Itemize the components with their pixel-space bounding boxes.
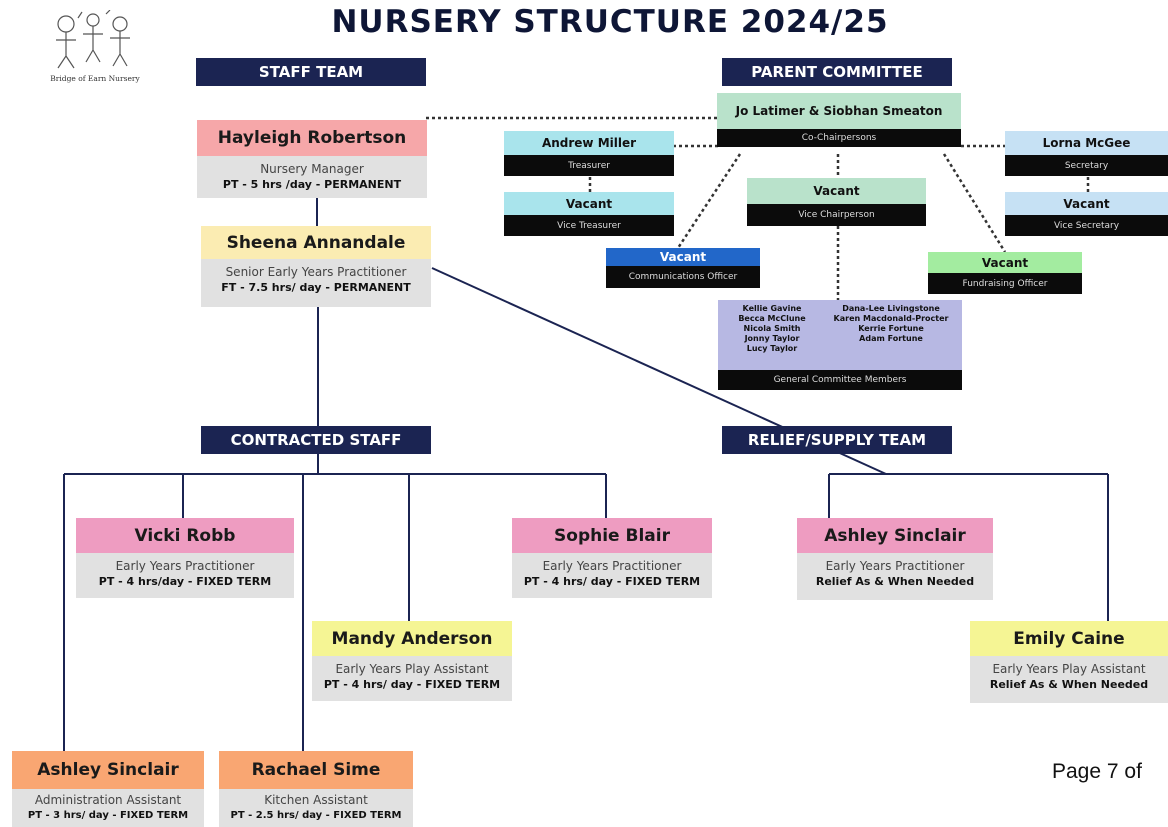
card-terms: PT - 4 hrs/day - FIXED TERM [98, 575, 272, 588]
committee-treasurer: Andrew Miller Treasurer [504, 131, 674, 176]
committee-name: Vacant [928, 252, 1082, 273]
committee-vice-secretary: Vacant Vice Secretary [1005, 192, 1168, 236]
card-hayleigh-robertson: Hayleigh Robertson Nursery Manager PT - 5… [197, 120, 427, 198]
card-terms: PT - 3 hrs/ day - FIXED TERM [27, 810, 189, 821]
committee-name: Andrew Miller [504, 131, 674, 155]
committee-role: Vice Secretary [1005, 215, 1168, 236]
member-name: Karen Macdonald-Procter [833, 314, 949, 323]
committee-vice-chair: Vacant Vice Chairperson [747, 178, 926, 226]
card-ashley-sinclair-relief: Ashley Sinclair Early Years Practitioner… [797, 518, 993, 600]
card-role: Senior Early Years Practitioner [225, 265, 407, 279]
member-name: Nicola Smith [743, 324, 801, 333]
committee-name: Jo Latimer & Siobhan Smeaton [717, 93, 961, 129]
card-role: Early Years Practitioner [542, 559, 682, 573]
card-terms: Relief As & When Needed [815, 575, 975, 588]
committee-name: Vacant [504, 192, 674, 215]
card-name: Ashley Sinclair [797, 518, 993, 553]
committee-role: General Committee Members [718, 370, 962, 390]
card-mandy-anderson: Mandy Anderson Early Years Play Assistan… [312, 621, 512, 701]
card-role: Nursery Manager [260, 162, 364, 176]
committee-role: Communications Officer [606, 266, 760, 288]
members-right-list: Dana-Lee Livingstone Karen Macdonald-Pro… [824, 304, 958, 344]
member-name: Dana-Lee Livingstone [842, 304, 940, 313]
card-terms: PT - 4 hrs/ day - FIXED TERM [323, 678, 501, 691]
card-name: Vicki Robb [76, 518, 294, 553]
committee-vice-treasurer: Vacant Vice Treasurer [504, 192, 674, 236]
members-left-list: Kellie Gavine Becca McClune Nicola Smith… [722, 304, 822, 354]
card-terms: FT - 7.5 hrs/ day - PERMANENT [221, 281, 411, 294]
card-name: Emily Caine [970, 621, 1168, 656]
children-drawing-icon [56, 9, 130, 69]
committee-general-members: Kellie Gavine Becca McClune Nicola Smith… [718, 300, 962, 390]
committee-name: Vacant [606, 248, 760, 266]
card-role: Kitchen Assistant [264, 793, 368, 807]
card-terms: Relief As & When Needed [989, 678, 1149, 691]
dotted-chairs-comms [676, 153, 742, 249]
card-sophie-blair: Sophie Blair Early Years Practitioner PT … [512, 518, 712, 598]
card-role: Early Years Play Assistant [992, 662, 1146, 676]
staff-team-header: STAFF TEAM [196, 58, 426, 86]
card-name: Sheena Annandale [201, 226, 431, 259]
nursery-logo: Bridge of Earn Nursery [48, 9, 143, 100]
card-vicki-robb: Vicki Robb Early Years Practitioner PT - … [76, 518, 294, 598]
card-sheena-annandale: Sheena Annandale Senior Early Years Prac… [201, 226, 431, 307]
member-name: Adam Fortune [859, 334, 923, 343]
relief-team-header: RELIEF/SUPPLY TEAM [722, 426, 952, 454]
committee-role: Secretary [1005, 155, 1168, 176]
committee-name: Lorna McGee [1005, 131, 1168, 155]
committee-comms-officer: Vacant Communications Officer [606, 248, 760, 288]
card-rachael-sime: Rachael Sime Kitchen Assistant PT - 2.5 h… [219, 751, 413, 827]
card-name: Ashley Sinclair [12, 751, 204, 789]
card-role: Early Years Play Assistant [335, 662, 489, 676]
contracted-staff-header: CONTRACTED STAFF [201, 426, 431, 454]
card-name: Mandy Anderson [312, 621, 512, 656]
member-name: Becca McClune [738, 314, 806, 323]
committee-role: Vice Chairperson [747, 204, 926, 226]
card-name: Rachael Sime [219, 751, 413, 789]
card-terms: PT - 2.5 hrs/ day - FIXED TERM [230, 810, 402, 821]
parent-committee-header: PARENT COMMITTEE [722, 58, 952, 86]
dotted-chairs-fundraising [942, 153, 1007, 253]
committee-name: Vacant [747, 178, 926, 204]
committee-role: Treasurer [504, 155, 674, 176]
card-terms: PT - 5 hrs /day - PERMANENT [222, 178, 402, 191]
committee-role: Fundraising Officer [928, 273, 1082, 294]
card-ashley-sinclair-admin: Ashley Sinclair Administration Assistant… [12, 751, 204, 827]
logo-text: Bridge of Earn Nursery [50, 74, 140, 83]
committee-co-chairs: Jo Latimer & Siobhan Smeaton Co-Chairper… [717, 93, 961, 147]
page-number: Page 7 of [1052, 760, 1142, 783]
committee-name: Vacant [1005, 192, 1168, 215]
card-role: Early Years Practitioner [115, 559, 255, 573]
committee-role: Vice Treasurer [504, 215, 674, 236]
committee-fundraising-officer: Vacant Fundraising Officer [928, 252, 1082, 294]
member-name: Jonny Taylor [744, 334, 800, 343]
member-name: Lucy Taylor [746, 344, 798, 353]
card-name: Hayleigh Robertson [197, 120, 427, 156]
card-role: Early Years Practitioner [825, 559, 965, 573]
committee-role: Co-Chairpersons [717, 129, 961, 147]
committee-secretary: Lorna McGee Secretary [1005, 131, 1168, 176]
card-terms: PT - 4 hrs/ day - FIXED TERM [523, 575, 701, 588]
card-role: Administration Assistant [34, 793, 182, 807]
member-name: Kerrie Fortune [858, 324, 924, 333]
page-title: NURSERY STRUCTURE 2024/25 [331, 4, 889, 40]
member-name: Kellie Gavine [742, 304, 802, 313]
card-name: Sophie Blair [512, 518, 712, 553]
